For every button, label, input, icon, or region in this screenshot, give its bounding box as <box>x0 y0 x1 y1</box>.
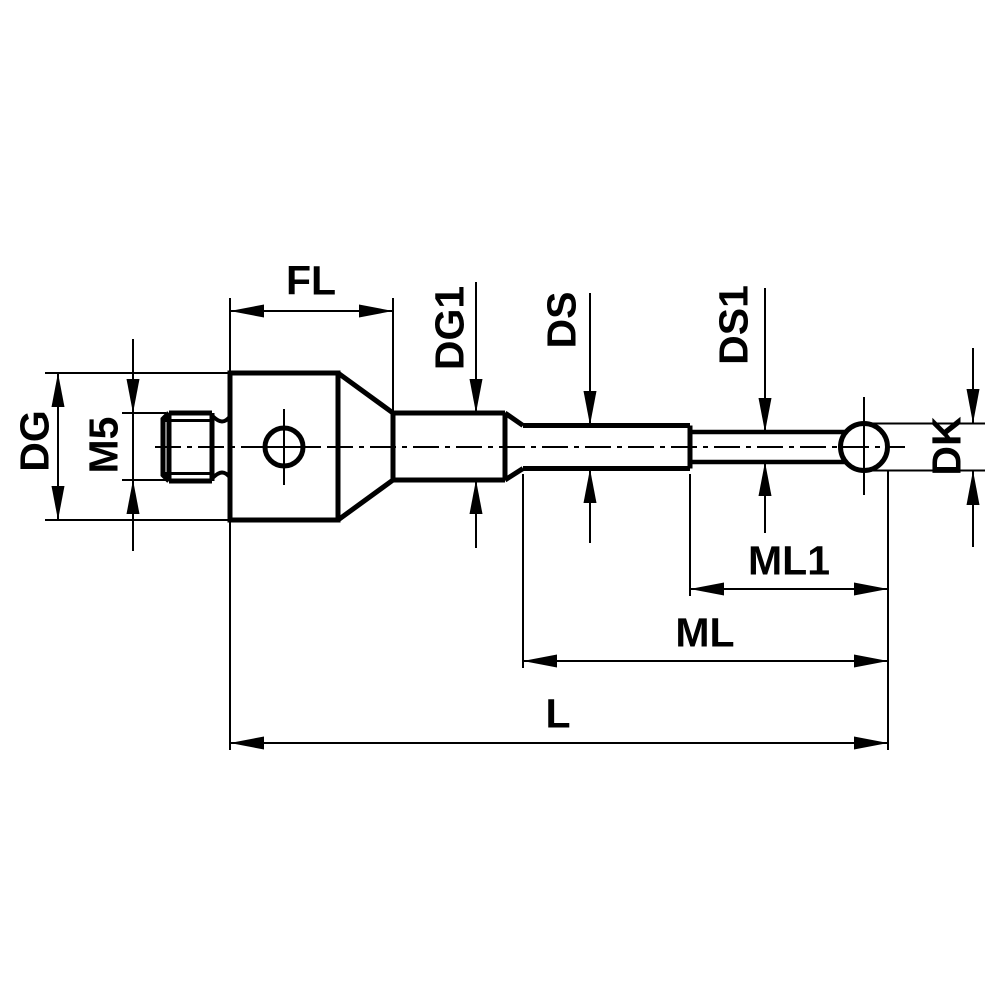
l-arrow-left <box>230 736 264 750</box>
dim-label-dg1: DG1 <box>426 285 473 371</box>
ml1-arrow-right <box>854 582 888 596</box>
dk-arrow-bottom <box>966 470 980 505</box>
dg1-arrow-bottom <box>469 480 483 514</box>
ds-arrow-bottom <box>583 469 597 503</box>
extension-lines <box>45 298 985 750</box>
thread-minor-lines <box>165 419 212 475</box>
dk-arrow-top <box>966 389 980 424</box>
ml1-arrow-left <box>690 582 724 596</box>
dk-extension-lines <box>867 422 985 472</box>
l-arrow-right <box>854 736 888 750</box>
dim-label-l: L <box>545 690 571 737</box>
ml-arrow-left <box>523 654 557 668</box>
dim-label-dk: DK <box>923 416 970 476</box>
dimension-lines <box>57 282 974 744</box>
dim-label-ds: DS <box>538 291 585 349</box>
dim-label-m5: M5 <box>80 416 127 474</box>
thread-stub-outline <box>160 410 215 484</box>
stylus-ball <box>838 421 890 473</box>
ml-arrow-right <box>854 654 888 668</box>
ds-arrow-top <box>583 391 597 425</box>
dg1-ds-cone <box>503 410 525 483</box>
ds1-arrow-bottom <box>758 462 772 496</box>
body-hole <box>262 425 306 469</box>
dim-label-dg: DG <box>11 410 58 472</box>
dg-arrow-bottom <box>51 486 65 520</box>
dim-label-ml: ML <box>675 609 735 656</box>
dg1-arrow-top <box>469 379 483 413</box>
ds1-arrow-top <box>758 398 772 432</box>
body-block <box>227 370 341 523</box>
dim-label-fl: FL <box>285 257 337 304</box>
m5-extension-lines <box>122 412 166 481</box>
taper-cone <box>336 370 396 523</box>
part-outline <box>160 370 890 523</box>
centerlines <box>155 397 905 495</box>
m5-arrow-top <box>126 379 140 413</box>
fl-arrow-left <box>230 304 264 318</box>
arrowheads <box>51 304 980 750</box>
dg-arrow-top <box>51 373 65 407</box>
dg-extension-lines <box>45 372 230 521</box>
dg1-cylinder <box>393 410 508 483</box>
ds1-shaft <box>690 429 846 465</box>
m5-arrow-bottom <box>126 480 140 514</box>
fl-arrow-right <box>359 304 393 318</box>
dim-label-ml1: ML1 <box>748 537 830 584</box>
dim-label-ds1: DS1 <box>710 285 757 365</box>
